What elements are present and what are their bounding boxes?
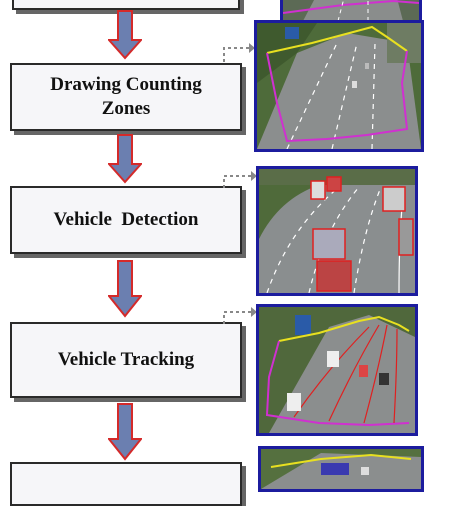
down-arrow-2	[108, 134, 142, 184]
stage-box-vehicle-tracking: Vehicle Tracking	[10, 322, 242, 398]
detection-road-image	[256, 166, 418, 296]
stage-label-vehicle-detection: Vehicle Detection	[53, 209, 199, 231]
stage-box-vehicle-detection: Vehicle Detection	[10, 186, 242, 254]
down-arrow-3	[108, 260, 142, 318]
stage-box-bottom-partial	[10, 462, 242, 506]
dashed-connector-2	[223, 171, 257, 188]
stage-box-top-partial	[12, 0, 240, 10]
stage-label-drawing-counting-zones: Drawing Counting Zones	[50, 74, 202, 119]
down-arrow-4	[108, 403, 142, 461]
counting-zones-road-image	[254, 20, 424, 152]
stage-box-drawing-counting-zones: Drawing Counting Zones	[10, 63, 242, 131]
dashed-connector-3	[223, 307, 257, 324]
down-arrow-1	[108, 10, 142, 60]
stage-label-vehicle-tracking: Vehicle Tracking	[57, 349, 195, 371]
dashed-connector-1	[223, 43, 255, 62]
tracking-road-image	[256, 304, 418, 436]
bottom-partial-road-image	[258, 446, 424, 492]
